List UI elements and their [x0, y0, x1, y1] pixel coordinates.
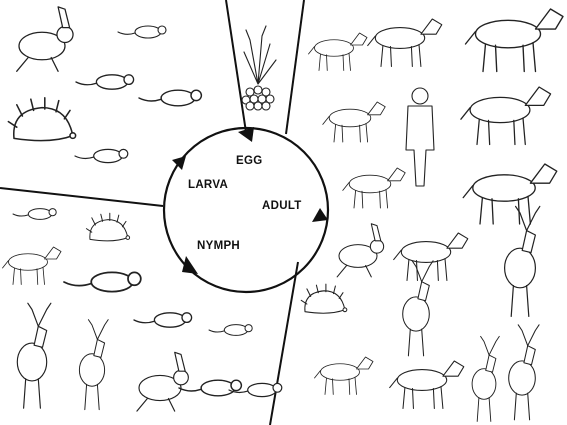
boar-icon: [389, 360, 465, 410]
hare-icon: [136, 351, 189, 412]
mouse-icon: [74, 148, 129, 164]
stage-label-nymph: NYMPH: [197, 240, 240, 252]
vole-icon: [75, 74, 135, 90]
hedgehog-icon: [7, 97, 77, 142]
fox-icon: [314, 356, 374, 395]
buffalo-icon: [462, 163, 558, 225]
deer-icon: [16, 302, 52, 409]
deer-icon: [78, 319, 109, 411]
right-animals: [300, 8, 564, 422]
bottom-left-animals: [2, 208, 283, 412]
stage-label-egg: EGG: [236, 155, 262, 167]
mouse-icon: [12, 208, 57, 220]
cow-icon: [464, 8, 564, 73]
stage-label-larva: LARVA: [188, 179, 228, 191]
horse-icon: [460, 86, 552, 146]
arrow-nymph-icon: [182, 256, 198, 274]
hedgehog-icon: [300, 283, 348, 314]
arrow-larva-icon: [172, 156, 186, 170]
goat-icon: [342, 167, 406, 209]
life-cycle-circle: [162, 126, 330, 294]
divider-bottom: [269, 261, 299, 425]
mole-icon: [138, 89, 203, 107]
wolf-icon: [393, 232, 469, 282]
arrow-adult-icon: [312, 208, 328, 222]
divider-left: [0, 187, 164, 207]
weasel-icon: [63, 271, 142, 293]
dog-icon: [2, 246, 62, 285]
sheep-icon: [322, 101, 386, 143]
dog-icon: [308, 32, 368, 71]
grass-icon: [243, 25, 277, 85]
divider-top-right: [285, 0, 305, 135]
arrow-egg-icon: [238, 127, 254, 142]
moose-icon: [503, 205, 541, 318]
donkey-icon: [367, 18, 443, 68]
stage-label-adult: ADULT: [262, 200, 302, 212]
squirrel-icon: [178, 379, 243, 397]
mouse-icon: [117, 25, 167, 39]
eggs-cluster-icon: [241, 85, 275, 111]
hare-icon: [336, 223, 385, 278]
deer-icon: [508, 324, 540, 421]
mole-icon: [133, 312, 193, 328]
hedgehog-icon: [85, 212, 131, 242]
human-icon: [405, 87, 435, 187]
hare-icon: [16, 6, 74, 72]
mouse-icon: [208, 324, 253, 336]
top-left-animals: [7, 6, 203, 164]
divider-top-left: [225, 0, 247, 133]
deer-icon: [471, 335, 500, 422]
